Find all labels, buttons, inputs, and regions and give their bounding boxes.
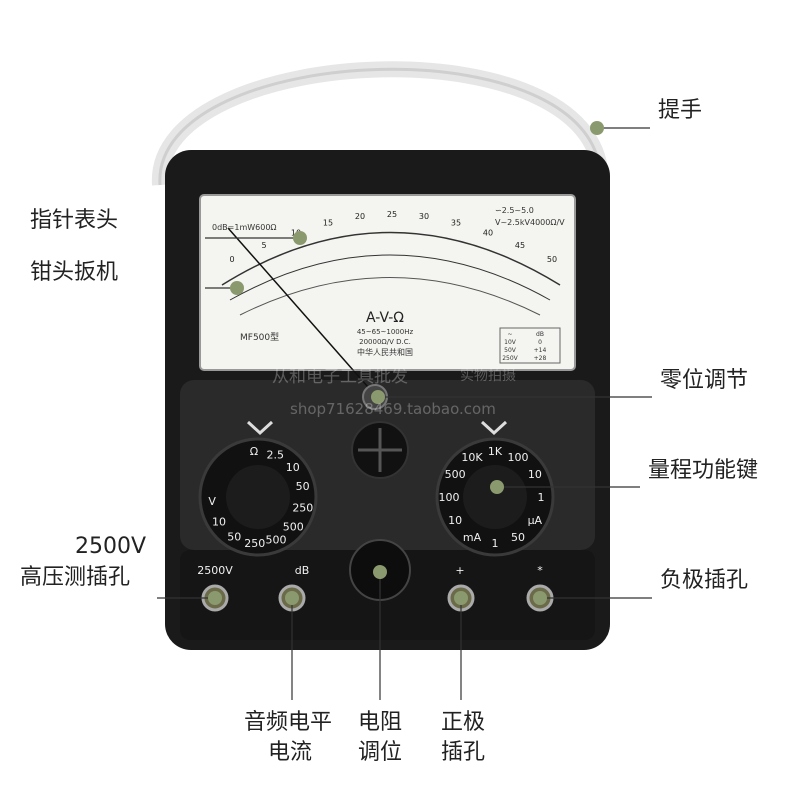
callout-hv-jack-line1: 2500V	[75, 534, 147, 559]
callout-clamp-trigger: 钳头扳机	[30, 260, 119, 285]
dial-label: 10	[528, 468, 542, 481]
scale-number: 45	[515, 241, 525, 250]
dial-label: 500	[283, 521, 304, 534]
callout-handle: 提手	[658, 98, 703, 123]
db-table-cell: 10V	[504, 339, 517, 346]
dial-label: 1K	[488, 445, 503, 458]
watermark-line2: 实物拍摄	[460, 368, 516, 384]
callout-negative-jack: 负极插孔	[660, 568, 749, 593]
scale-number: 25	[387, 210, 397, 219]
callout-zero-adjust: 零位调节	[660, 368, 749, 393]
db-table-cell: +14	[534, 347, 547, 354]
scale-number: 0	[229, 255, 234, 264]
dial-label: 1	[538, 491, 545, 504]
meter-right-note-2: V~2.5kV4000Ω/V	[495, 218, 565, 227]
scale-number: 30	[419, 212, 429, 221]
callout-dots	[208, 121, 604, 605]
db-table-cell: +28	[534, 355, 547, 362]
meter-freq-note: 45~65~1000Hz	[357, 328, 414, 336]
callout-hv-jack-line2: 高压测插孔	[20, 565, 131, 590]
dial-label: 50	[227, 530, 241, 543]
watermark-line1: 从和电子工具批发	[272, 367, 408, 387]
scale-number: 5	[261, 241, 266, 250]
dial-label: μA	[528, 514, 543, 527]
callout-audio-level-line2: 电流	[267, 740, 312, 765]
dial-label: 50	[511, 531, 525, 544]
dial-label: Ω	[250, 445, 258, 458]
jack-label: +	[455, 564, 464, 577]
callout-lines	[157, 127, 652, 700]
scale-number: 50	[547, 255, 557, 264]
db-table-cell: dB	[536, 331, 544, 338]
jack-label: 2500V	[197, 564, 233, 577]
watermark-line3: shop71628469.taobao.com	[290, 400, 496, 418]
dial-label: V	[208, 495, 216, 508]
db-table: ~ dB 10V 0 50V +14 250V +28	[502, 331, 546, 362]
dial-label: 10K	[461, 451, 483, 464]
db-table-cell: 0	[538, 339, 542, 346]
meter-model: MF500型	[240, 332, 279, 343]
callout-audio-level-line1: 音频电平	[243, 710, 332, 735]
jack-label: dB	[295, 564, 310, 577]
callout-positive-jack-line1: 正极	[440, 710, 485, 735]
dial-label: 2.5	[266, 448, 284, 461]
callout-positive-jack-line2: 插孔	[440, 740, 485, 765]
dial-label: 250	[244, 537, 265, 550]
meter-scale-title: A-V-Ω	[366, 310, 404, 326]
callout-range-key: 量程功能键	[648, 458, 759, 483]
dial-label: 500	[445, 468, 466, 481]
db-table-cell: ~	[507, 331, 512, 338]
dial-label: 500	[265, 533, 286, 546]
dial-label: 250	[292, 501, 313, 514]
db-table-cell: 250V	[502, 355, 518, 362]
dial-label: 10	[448, 514, 462, 527]
scale-number: 20	[355, 212, 365, 221]
dial-label: 50	[296, 480, 310, 493]
db-table-cell: 50V	[504, 347, 517, 354]
meter-needle	[227, 227, 376, 396]
meter-maker-note: 中华人民共和国	[357, 347, 413, 357]
callout-resistance-line1: 电阻	[357, 710, 402, 735]
meter-sensitivity-note: 20000Ω/V D.C.	[359, 338, 411, 346]
scale-number: 15	[323, 219, 333, 228]
dial-label: 1	[492, 537, 499, 550]
scale-number: 35	[451, 219, 461, 228]
dial-label: 10	[212, 515, 226, 528]
dial-label: 10	[286, 461, 300, 474]
jack-label: *	[537, 564, 543, 577]
meter-db-note: 0dB=1mW600Ω	[212, 223, 277, 232]
jack-labels: 2500V dB + *	[197, 564, 543, 577]
callout-resistance-line2: 调位	[357, 740, 402, 765]
callout-meter-head: 指针表头	[30, 208, 119, 233]
meter-right-note-1: ∽2.5~5.0	[495, 206, 534, 215]
scale-number: 40	[483, 229, 493, 238]
dial-label: mA	[463, 531, 482, 544]
dial-label: 100	[439, 491, 460, 504]
dial-label: 100	[508, 451, 529, 464]
